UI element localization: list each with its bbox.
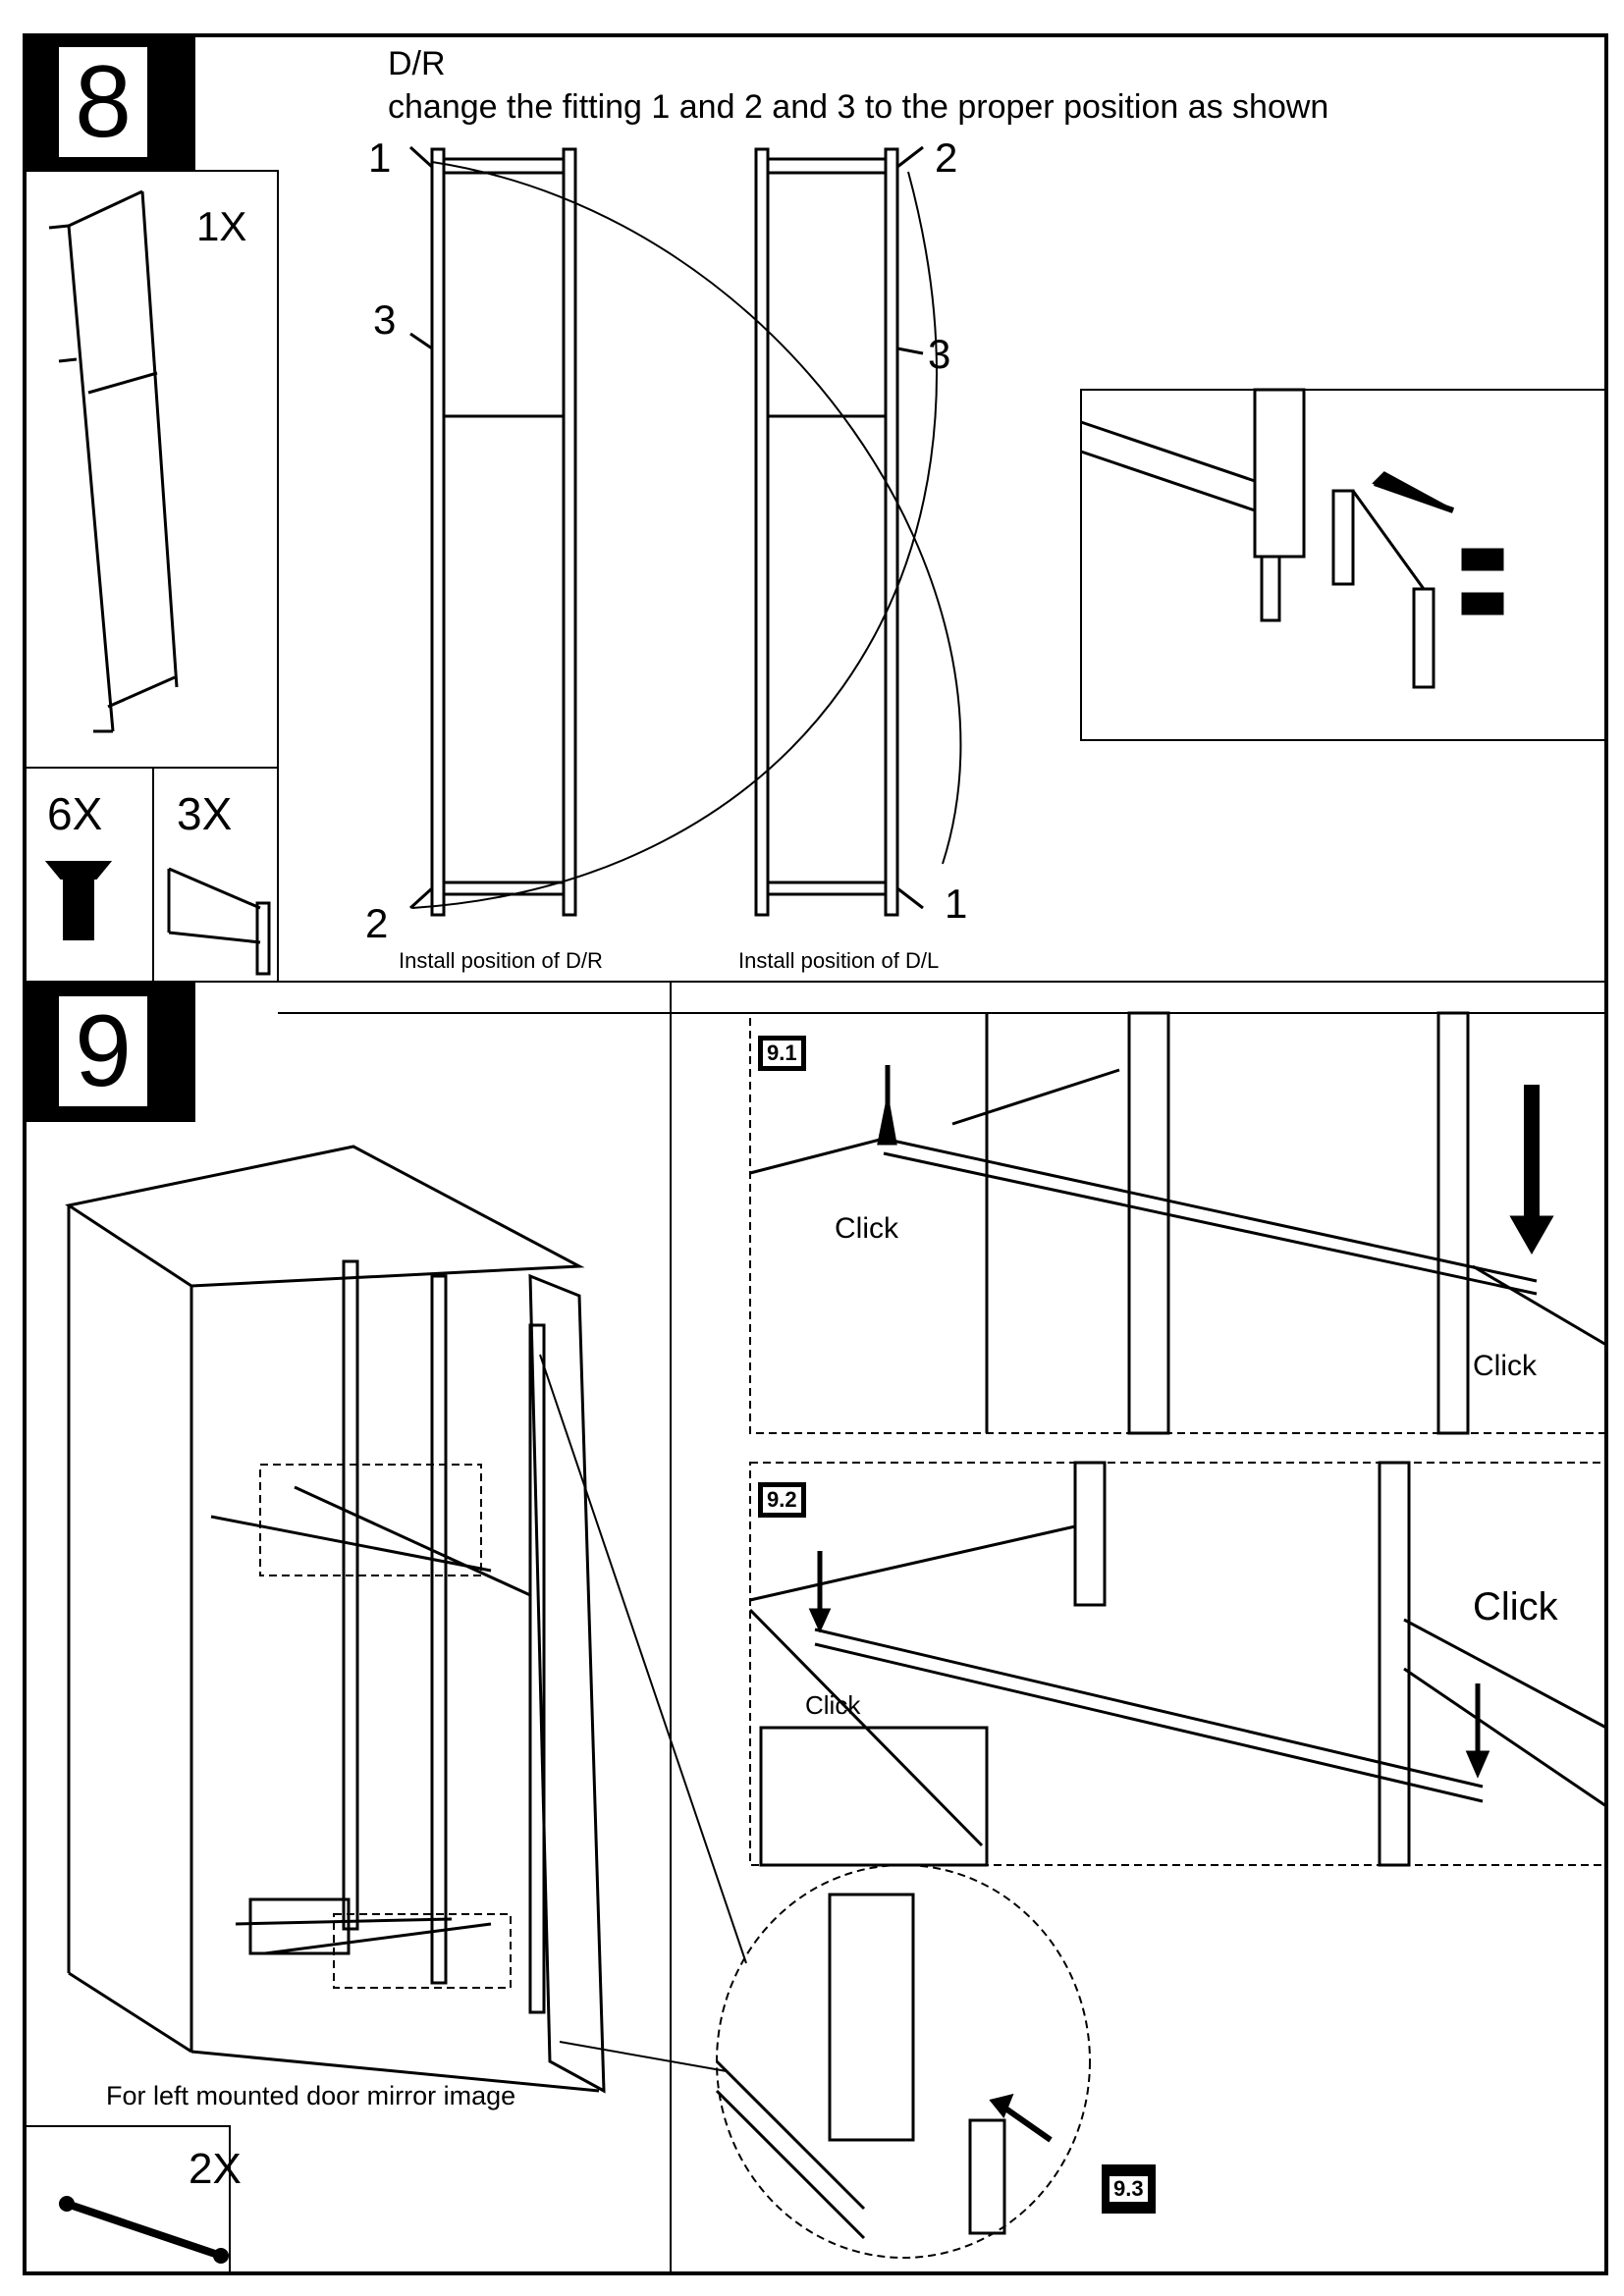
rack-frame-icon xyxy=(48,189,179,733)
rod-icon xyxy=(59,2196,229,2264)
panel-9-1 xyxy=(749,1012,1607,1434)
panel-9-3-drawing xyxy=(715,1893,1053,2240)
bracket-icon xyxy=(167,867,271,976)
panel-label: 9.2 xyxy=(758,1482,806,1518)
click-label: Click xyxy=(805,1690,861,1720)
leader-line xyxy=(559,2041,728,2072)
part-qty: 3X xyxy=(177,788,233,839)
fitting-label: 1 xyxy=(945,881,968,927)
step-9-badge: 9 xyxy=(25,982,195,1122)
swap-arrow xyxy=(411,171,938,909)
fitting-label: 2 xyxy=(935,134,958,181)
panel-label-text: 9.1 xyxy=(763,1041,801,1066)
step8-parts-box xyxy=(24,170,279,983)
panel-label: 9.3 xyxy=(1102,2164,1156,2214)
page-frame xyxy=(23,33,1608,2275)
step8-heading: D/R xyxy=(388,45,446,82)
panel-9-1-drawing xyxy=(749,1011,1607,1435)
screw-icon xyxy=(44,861,113,940)
click-label: Click xyxy=(835,1212,898,1245)
panel-label-text: 9.2 xyxy=(763,1487,801,1513)
fitting-label: 3 xyxy=(928,331,951,377)
fitting-label: 1 xyxy=(368,134,392,181)
step-8-badge: 8 xyxy=(25,35,195,171)
mirror-note: For left mounted door mirror image xyxy=(106,2081,516,2110)
rack-dl-drawing xyxy=(754,145,924,917)
panel-label-text: 9.3 xyxy=(1110,2176,1148,2202)
panel-label: 9.1 xyxy=(758,1036,806,1071)
swap-arrow xyxy=(431,161,962,865)
panel-9-2 xyxy=(749,1462,1607,1866)
step9-parts-box xyxy=(24,2125,231,2274)
panel-9-2-drawing xyxy=(748,1461,1607,1867)
panel-9-3 xyxy=(716,1864,1091,2259)
step8-detail-box xyxy=(1080,389,1607,741)
caption-dl: Install position of D/L xyxy=(738,948,940,973)
detail-callout xyxy=(333,1913,512,1989)
step-number: 9 xyxy=(59,996,147,1106)
click-label: Click xyxy=(1473,1585,1558,1629)
step8-instruction: change the fitting 1 and 2 and 3 to the … xyxy=(388,88,1329,126)
part-qty: 6X xyxy=(47,788,103,839)
fitting-detail-drawing xyxy=(1080,388,1504,689)
fitting-label: 3 xyxy=(373,296,397,343)
caption-dr: Install position of D/R xyxy=(399,948,603,973)
part-qty: 1X xyxy=(196,203,247,249)
click-label: Click xyxy=(1473,1350,1537,1382)
leader-line xyxy=(539,1354,747,1964)
rack-dr-drawing xyxy=(408,145,577,917)
step-number: 8 xyxy=(59,47,147,157)
fitting-label: 2 xyxy=(365,900,389,946)
cabinet-drawing xyxy=(65,1145,606,2094)
part-qty: 2X xyxy=(189,2145,242,2193)
